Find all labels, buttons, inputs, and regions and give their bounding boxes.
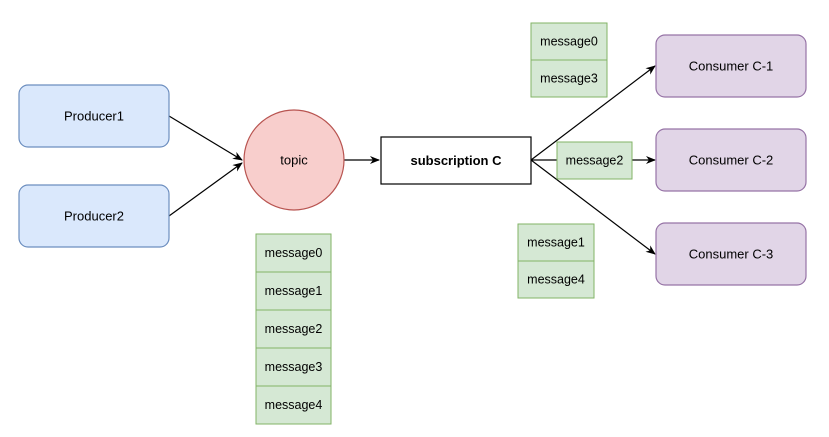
message-label: message0 (540, 35, 598, 49)
message-label: message3 (540, 72, 598, 86)
consumer-box (655, 34, 807, 98)
subscription-box (380, 136, 532, 185)
message-cell (556, 141, 633, 180)
producer-label: Producer2 (64, 209, 124, 224)
edge-subscription-to-consumer-c1 (530, 65, 656, 161)
message-cell (517, 223, 595, 262)
consumer-label: Consumer C-1 (689, 59, 774, 74)
consumer-c2-message-stack: message2 (556, 141, 633, 180)
edge-subscription-to-consumer-c3 (530, 159, 656, 255)
producer-box (18, 184, 170, 248)
message-cell (255, 385, 332, 425)
message-label: message1 (265, 284, 323, 298)
message-cell (517, 260, 595, 299)
message-label: message0 (265, 246, 323, 260)
topic-circle (243, 109, 345, 211)
message-label: message4 (265, 398, 323, 412)
message-cell (255, 233, 332, 273)
topic-message-stack: message0 message1 message2 message3 mess… (255, 233, 332, 425)
edge-producer1-to-topic (168, 115, 243, 161)
topic-node[interactable]: topic (243, 109, 345, 211)
producer-label: Producer1 (64, 109, 124, 124)
producer-node-2[interactable]: Producer2 (18, 184, 170, 248)
consumer-box (655, 222, 807, 286)
message-cell (255, 309, 332, 349)
subscription-label: subscription C (410, 153, 502, 168)
message-label: message1 (527, 236, 585, 250)
subscription-node[interactable]: subscription C (380, 136, 532, 185)
consumer-label: Consumer C-3 (689, 247, 774, 262)
producer-box (18, 84, 170, 148)
message-label: message2 (566, 154, 624, 168)
message-label: message3 (265, 360, 323, 374)
consumer-node-c1[interactable]: Consumer C-1 (655, 34, 807, 98)
topic-label: topic (280, 153, 308, 168)
message-cell (255, 347, 332, 387)
consumer-box (655, 128, 807, 192)
message-label: message4 (527, 273, 585, 287)
consumer-node-c2[interactable]: Consumer C-2 (655, 128, 807, 192)
consumer-node-c3[interactable]: Consumer C-3 (655, 222, 807, 286)
consumer-c1-message-stack: message0 message3 (530, 22, 608, 98)
message-cell (530, 59, 608, 98)
producer-node-1[interactable]: Producer1 (18, 84, 170, 148)
edge-producer2-to-topic (168, 162, 243, 217)
consumer-label: Consumer C-2 (689, 153, 774, 168)
message-label: message2 (265, 322, 323, 336)
message-cell (255, 271, 332, 311)
consumer-c3-message-stack: message1 message4 (517, 223, 595, 299)
